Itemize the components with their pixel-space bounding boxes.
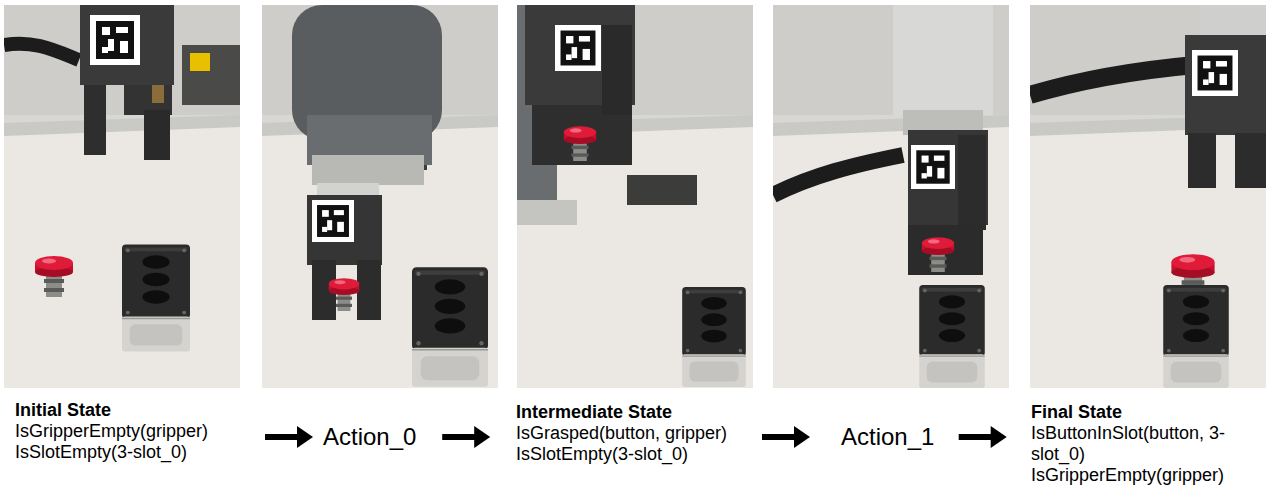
photo-insert [773,5,1009,388]
arrow-head [991,426,1007,448]
flow-arrow [442,426,490,448]
state-block: Final StateIsButtonInSlot(button, 3-slot… [1031,402,1267,486]
state-block: Intermediate StateIsGrasped(button, grip… [516,402,731,465]
flow-arrow [265,426,313,448]
photo-initial [4,5,240,388]
state-block: Initial StateIsGripperEmpty(gripper)IsSl… [15,400,255,463]
predicate-text: IsGripperEmpty(gripper) [15,421,255,442]
arrow-shaft [959,434,995,440]
predicate-text: IsButtonInSlot(button, 3-slot_0) [1031,423,1267,465]
arrow-head [794,426,810,448]
predicate-text: IsGripperEmpty(gripper) [1031,465,1267,486]
state-heading: Initial State [15,400,255,421]
action-label: Action_1 [841,423,934,451]
predicate-text: IsSlotEmpty(3-slot_0) [516,444,731,465]
state-heading: Intermediate State [516,402,731,423]
flow-arrow [959,426,1007,448]
flow-arrow [762,426,810,448]
action-name: Action_1 [841,423,934,451]
action-name: Action_0 [323,423,416,451]
arrow-shaft [265,434,301,440]
photo-grasp [262,5,498,388]
photo-intermediate [517,5,753,388]
predicate-text: IsGrasped(button, gripper) [516,423,731,444]
state-heading: Final State [1031,402,1267,423]
arrow-shaft [762,434,798,440]
predicate-text: IsSlotEmpty(3-slot_0) [15,442,255,463]
arrow-head [474,426,490,448]
photo-final [1030,5,1266,388]
action-label: Action_0 [323,423,416,451]
arrow-head [297,426,313,448]
arrow-shaft [442,434,478,440]
